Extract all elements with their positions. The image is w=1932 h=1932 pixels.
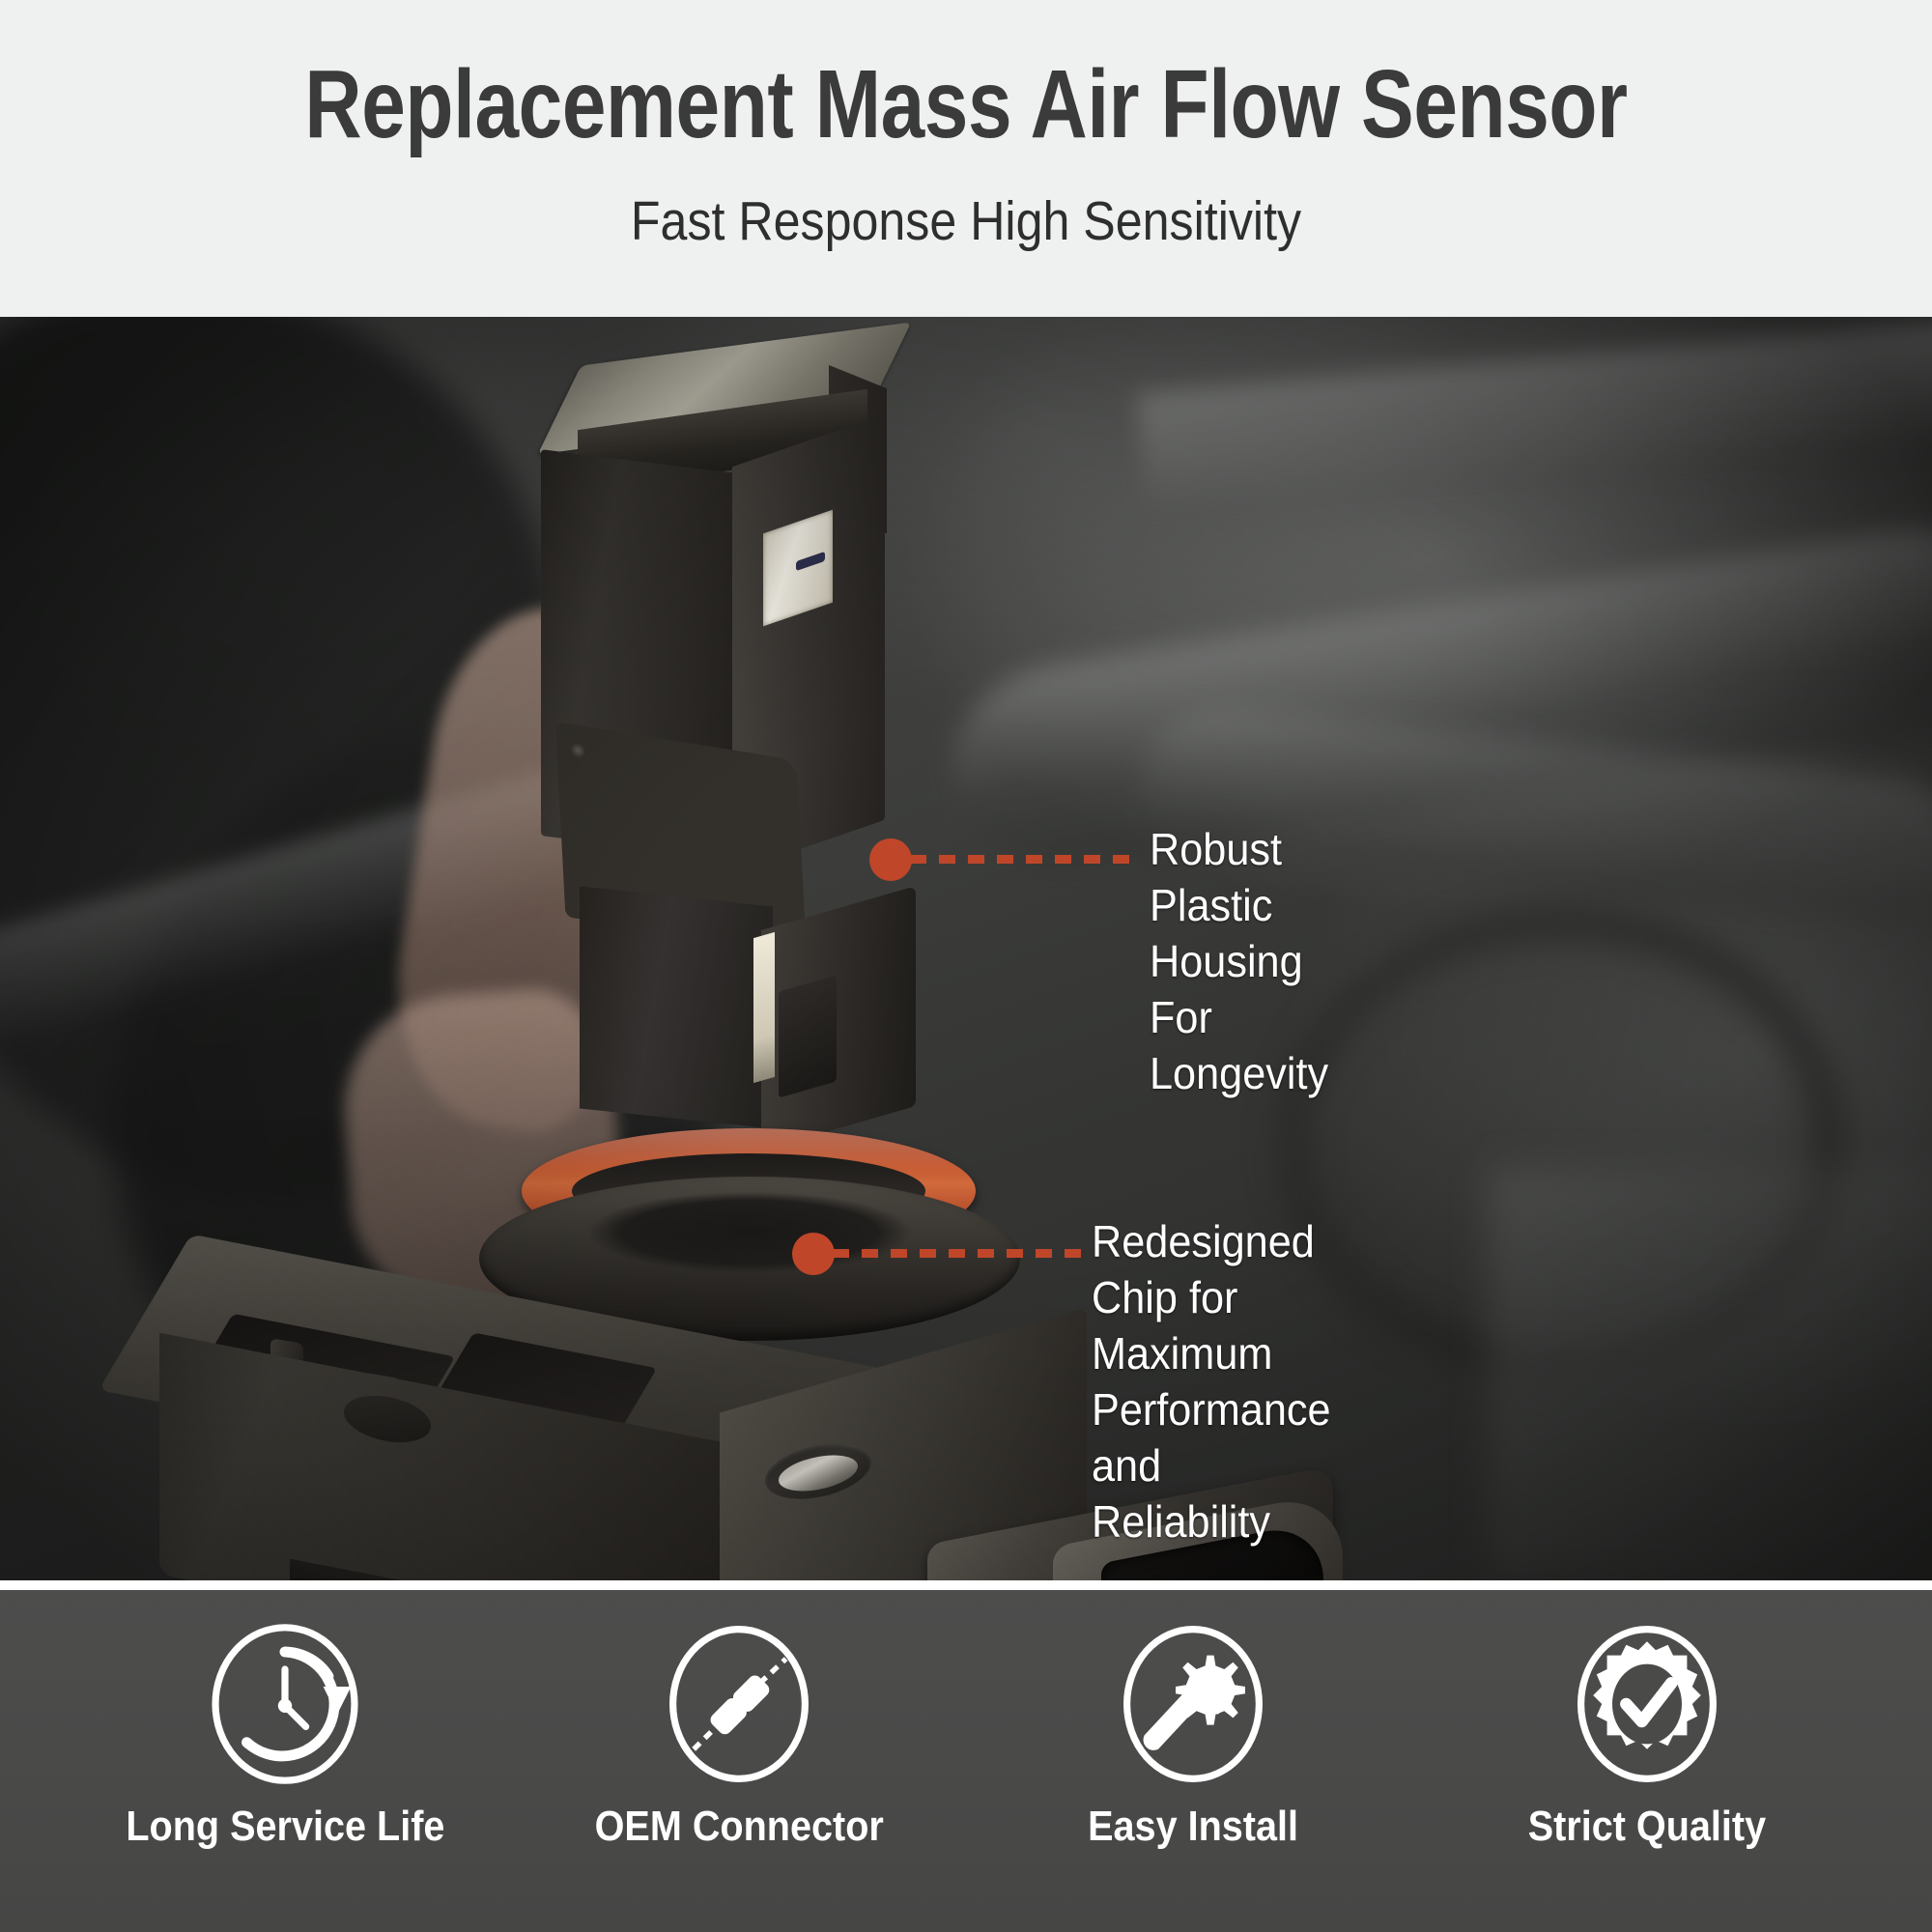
callout-leader-line bbox=[833, 1249, 1086, 1258]
clock-arrow-icon bbox=[212, 1624, 358, 1784]
gear-check-icon bbox=[1577, 1626, 1717, 1782]
feature-oem-connector[interactable]: OEM Connector bbox=[536, 1590, 942, 1851]
feature-strict-quality[interactable]: Strict Quality bbox=[1444, 1590, 1850, 1851]
callout-label-redesigned-chip: Redesigned Chip for Maximum Performance … bbox=[1092, 1216, 1331, 1547]
background-engine-block bbox=[1488, 1167, 1932, 1580]
callout-dot-redesigned-chip[interactable] bbox=[792, 1233, 835, 1275]
mass-air-flow-sensor bbox=[0, 317, 1932, 1580]
photo-vignette bbox=[0, 317, 1932, 1580]
feature-easy-install[interactable]: Easy Install bbox=[990, 1590, 1396, 1851]
feature-label: Strict Quality bbox=[1527, 1803, 1767, 1850]
page-title: Replacement Mass Air Flow Sensor bbox=[304, 50, 1628, 158]
feature-row: Long Service Life OEM Connector bbox=[0, 1590, 1932, 1932]
product-photo-stage: Robust Plastic Housing For Longevity Red… bbox=[0, 317, 1932, 1580]
callout-dot-robust-plastic-housing[interactable] bbox=[869, 838, 912, 881]
callout-label-robust-plastic-housing: Robust Plastic Housing For Longevity bbox=[1150, 824, 1329, 1098]
page-subtitle: Fast Response High Sensitivity bbox=[630, 190, 1302, 252]
callout-leader-line bbox=[910, 855, 1134, 864]
feature-label: Long Service Life bbox=[125, 1803, 445, 1850]
feature-label: Easy Install bbox=[1088, 1803, 1298, 1850]
feature-label: OEM Connector bbox=[594, 1803, 884, 1850]
section-divider bbox=[0, 1580, 1932, 1590]
feature-footer: Long Service Life OEM Connector bbox=[0, 1590, 1932, 1932]
callout-label-factory-mounting-points: Factory Mounting Points bbox=[309, 1571, 481, 1580]
gear-wrench-icon bbox=[1123, 1626, 1263, 1782]
feature-long-service-life[interactable]: Long Service Life bbox=[82, 1590, 488, 1851]
header-band: Replacement Mass Air Flow Sensor Fast Re… bbox=[0, 0, 1932, 317]
connector-plug-icon bbox=[669, 1626, 809, 1782]
